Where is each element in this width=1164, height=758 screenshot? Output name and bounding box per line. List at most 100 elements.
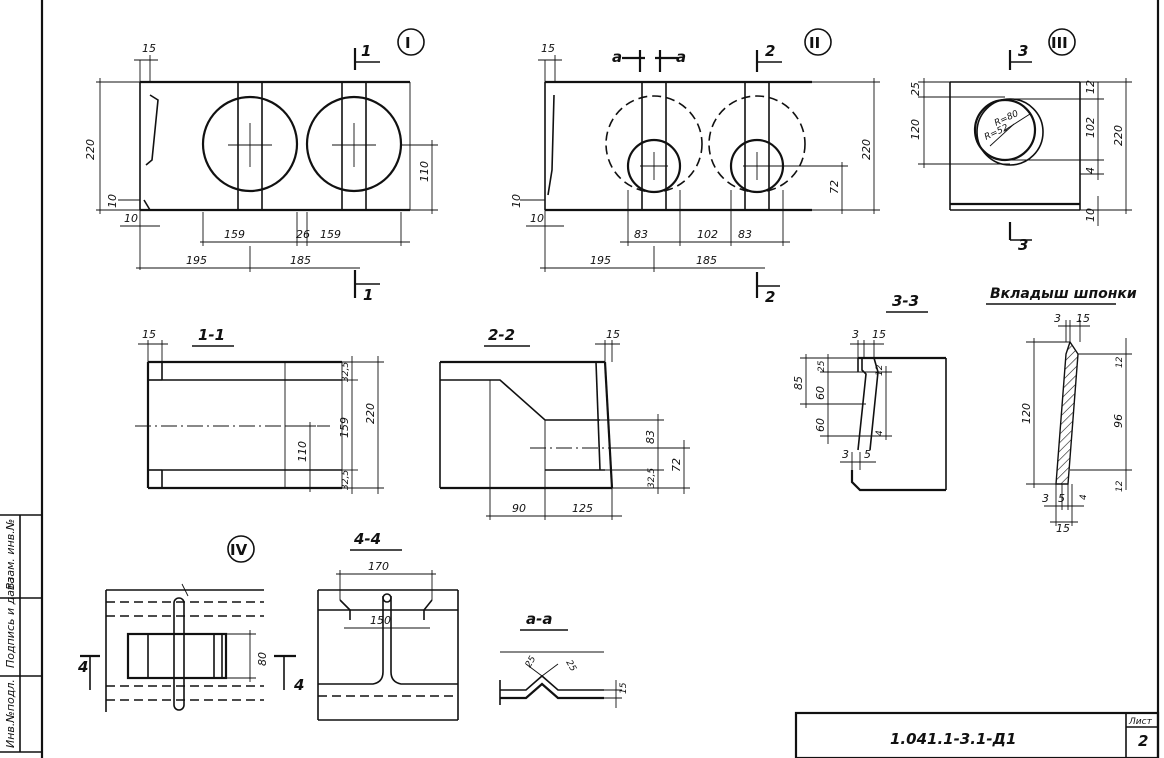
- insert-dim-3: 3: [1054, 312, 1061, 325]
- s22-dim-15: 15: [606, 328, 620, 341]
- s33-dim-12: 12: [875, 364, 885, 376]
- section-2-2: 2-2 15 83 32,5 72 90 125: [439, 326, 690, 520]
- view-III: III 3 3 R=80 R=52 25 120 12 102 4 220: [909, 28, 1132, 254]
- s33-dim-25: 25: [817, 360, 827, 372]
- s33-dim-3b: 3: [842, 448, 849, 461]
- saa-dim-25b: 25: [563, 659, 578, 674]
- section-a-a: a-a 25 25 15: [499, 610, 629, 708]
- insert-dim-12b: 12: [1115, 480, 1125, 492]
- view-I: I 1 1 220 15 10 10: [84, 28, 438, 304]
- view-II: II 2 a a 2 15 10 10: [510, 28, 880, 306]
- v3-section-bottom: 3: [1018, 236, 1028, 254]
- title-stamp: 1.041.1-3.1-Д1 Лист 2: [794, 711, 1160, 758]
- v2-section-a2: a: [676, 48, 686, 66]
- section-3-3: 3-3 3 15 85 25 60 60 12 4 3 5: [792, 292, 947, 492]
- v1-section-top: 1: [361, 42, 371, 60]
- side-label-replace: Взам. инв.№: [4, 519, 17, 590]
- insert-dim-120: 120: [1020, 403, 1033, 424]
- drawing-code: 1.041.1-3.1-Д1: [890, 730, 1016, 748]
- v1-dim-10b: 10: [124, 212, 138, 225]
- v1-dim-15: 15: [142, 42, 156, 55]
- s44-title: 4-4: [353, 530, 381, 548]
- v2-dim-220: 220: [860, 139, 873, 160]
- saa-title: a-a: [526, 610, 552, 628]
- view-IV: IV 80 4 4: [77, 535, 304, 712]
- v2-section-a1: a: [612, 48, 622, 66]
- v3-dim-25: 25: [909, 82, 922, 96]
- v2-dim-195: 195: [590, 254, 611, 267]
- s33-dim-60a: 60: [814, 386, 827, 400]
- marker-IV: IV: [230, 541, 248, 559]
- s22-title: 2-2: [488, 326, 515, 344]
- v2-dim-102: 102: [697, 228, 718, 241]
- v2-dim-10a: 10: [510, 194, 523, 208]
- s22-dim-83: 83: [644, 430, 657, 444]
- v3-dim-120: 120: [909, 119, 922, 140]
- v1-dim-26: 26: [296, 228, 310, 241]
- v3-dim-4: 4: [1084, 167, 1097, 174]
- sheet-label: Лист: [1128, 717, 1153, 727]
- v2-section-top: 2: [765, 42, 775, 60]
- insert-dim-15b: 15: [1056, 522, 1070, 535]
- s11-dim-159: 159: [338, 417, 351, 438]
- side-labels: Инв.№подл. Подпись и дата Взам. инв.№: [4, 519, 17, 748]
- saa-dim-15: 15: [619, 682, 629, 694]
- v2-dim-10b: 10: [530, 212, 544, 225]
- v4-right-mark: 4: [293, 676, 304, 694]
- v3-dim-12: 12: [1084, 80, 1097, 94]
- key-insert: Вкладыш шпонки 3 15 120 12 96 12 3 5 4 1…: [986, 286, 1137, 535]
- v1-dim-159b: 159: [320, 228, 341, 241]
- s22-dim-125: 125: [572, 502, 593, 515]
- s22-dim-325: 32,5: [647, 468, 657, 488]
- v2-dim-83a: 83: [634, 228, 648, 241]
- v1-dim-220: 220: [84, 139, 97, 160]
- s11-title: 1-1: [198, 326, 225, 344]
- v4-left-mark: 4: [77, 658, 88, 676]
- v2-dim-83b: 83: [738, 228, 752, 241]
- insert-dim-3b: 3: [1042, 492, 1049, 505]
- v3-section-top: 3: [1018, 42, 1028, 60]
- s44-dim-170: 170: [368, 560, 389, 573]
- s33-title: 3-3: [892, 292, 919, 310]
- s11-dim-15: 15: [142, 328, 156, 341]
- v1-dim-185: 185: [290, 254, 311, 267]
- v2-dim-185: 185: [696, 254, 717, 267]
- s33-dim-60b: 60: [814, 418, 827, 432]
- s33-dim-85: 85: [792, 376, 805, 390]
- saa-dim-25a: 25: [524, 654, 539, 669]
- side-label-inv: Инв.№подл.: [4, 679, 17, 748]
- v2-section-bottom: 2: [765, 288, 775, 306]
- marker-III: III: [1051, 34, 1068, 52]
- s22-dim-72: 72: [670, 458, 683, 472]
- s22-dim-90: 90: [512, 502, 526, 515]
- s11-dim-325: 32,5: [341, 362, 351, 382]
- insert-dim-4: 4: [1079, 494, 1089, 500]
- v1-dim-10a: 10: [106, 194, 119, 208]
- s33-dim-15: 15: [872, 328, 886, 341]
- sheet-number: 2: [1138, 732, 1148, 750]
- section-1-1: 1-1 15 32,5 159 32,5 220 110: [135, 326, 384, 494]
- insert-dim-5: 5: [1058, 492, 1065, 505]
- v1-dim-159a: 159: [224, 228, 245, 241]
- marker-I: I: [405, 34, 411, 52]
- insert-dim-96: 96: [1112, 414, 1125, 428]
- side-label-sign: Подпись и дата: [4, 577, 17, 668]
- s33-dim-5: 5: [864, 448, 871, 461]
- v3-dim-10: 10: [1084, 208, 1097, 222]
- s11-dim-110: 110: [296, 441, 309, 462]
- marker-II: II: [809, 34, 820, 52]
- v2-dim-15: 15: [541, 42, 555, 55]
- v2-dim-72: 72: [828, 180, 841, 194]
- s33-dim-3: 3: [852, 328, 859, 341]
- section-4-4: 4-4 170 150: [317, 530, 459, 721]
- v1-section-bottom: 1: [363, 286, 373, 304]
- insert-dim-15: 15: [1076, 312, 1090, 325]
- s33-dim-4: 4: [875, 430, 885, 436]
- s44-dim-150: 150: [370, 614, 391, 627]
- s11-dim-220: 220: [364, 403, 377, 424]
- insert-title: Вкладыш шпонки: [990, 286, 1137, 302]
- v1-dim-195: 195: [186, 254, 207, 267]
- v3-dim-102: 102: [1084, 117, 1097, 138]
- v1-dim-110: 110: [418, 161, 431, 182]
